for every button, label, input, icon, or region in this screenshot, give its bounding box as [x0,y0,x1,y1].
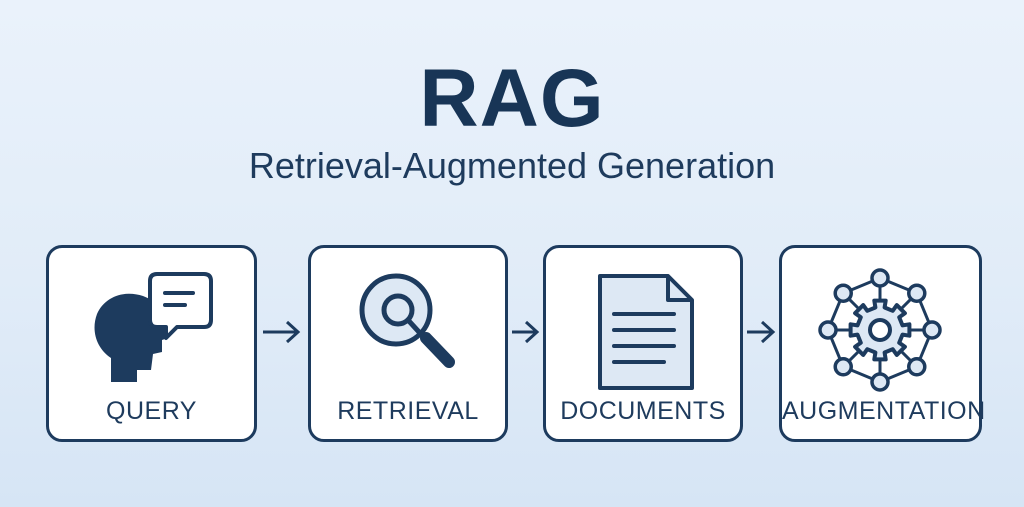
head-speech-bubble-icon [94,272,213,382]
step-retrieval-label: RETRIEVAL [337,397,479,425]
step-query-label: QUERY [106,397,197,425]
step-augmentation-label: AUGMENTATION [782,397,986,425]
step-documents-label: DOCUMENTS [560,397,726,425]
step-query-card: QUERY [46,245,257,442]
step-augmentation-card: AUGMENTATION [779,245,986,442]
arrow-right-icon [263,320,301,344]
magnifier-icon [359,273,455,368]
arrow-right-icon [747,320,776,344]
page-subtitle: Retrieval-Augmented Generation [248,145,776,186]
step-documents-card: DOCUMENTS [543,245,743,442]
page-title: RAG [419,53,605,144]
gear-network-icon [818,268,942,392]
step-retrieval-card: RETRIEVAL [308,245,508,442]
document-icon [598,274,694,390]
arrow-right-icon [512,320,540,344]
